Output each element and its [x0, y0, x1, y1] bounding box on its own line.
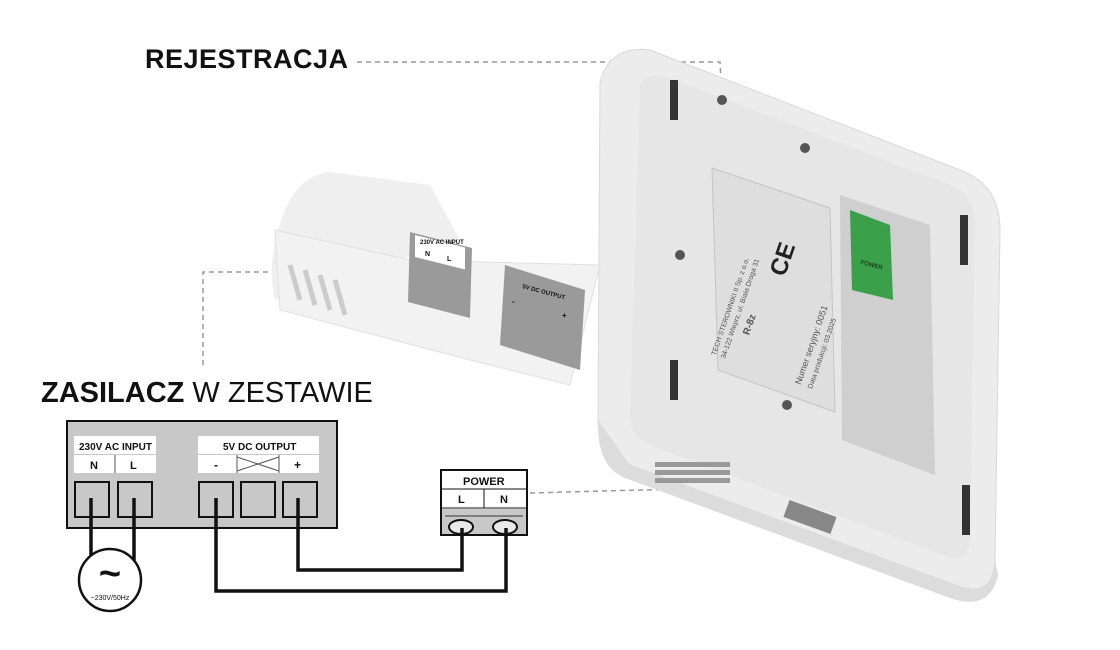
ac-input-label: 230V AC INPUT: [79, 442, 152, 453]
adapter-ac-label: 230V AC INPUT: [420, 240, 464, 246]
registration-button: [717, 95, 727, 105]
power-connector-green: [850, 210, 893, 300]
dc-plus-label: +: [294, 458, 301, 472]
sine-symbol: ~: [99, 553, 121, 595]
psu-callout: ZASILACZ W ZESTAWIE: [41, 377, 373, 410]
power-terminal-n: N: [500, 494, 508, 506]
ac-source-icon: [77, 547, 143, 613]
dc-output-label: 5V DC OUTPUT: [223, 442, 296, 453]
power-terminal-title: POWER: [463, 476, 505, 488]
power-adapter: 230V AC INPUT N L 5V DC OUTPUT - +: [271, 172, 601, 386]
psu-callout-rest: W ZESTAWIE: [184, 377, 373, 409]
ac-n-label: N: [90, 460, 98, 472]
dc-minus-label: -: [214, 458, 218, 472]
adapter-l: L: [447, 256, 452, 263]
adapter-plus: +: [562, 311, 567, 320]
adapter-minus: -: [512, 297, 515, 306]
connector-label: POWER: [860, 260, 884, 272]
rating-label: [711, 167, 836, 413]
leader-adapter: [202, 271, 412, 368]
registration-callout: REJESTRACJA: [145, 44, 349, 74]
ac-l-label: L: [130, 460, 137, 472]
adapter-n: N: [425, 251, 430, 258]
power-terminal-l: L: [458, 494, 465, 506]
psu-schematic: 230V AC INPUT N L 5V DC OUTPUT - + POWER…: [66, 420, 528, 613]
ac-source-label: ~230V/50Hz: [91, 595, 130, 602]
thermostat-device: TECH STEROWNIKI II Sp. z o.o. 34-122 Wie…: [597, 48, 1001, 602]
psu-callout-bold: ZASILACZ: [41, 377, 185, 409]
